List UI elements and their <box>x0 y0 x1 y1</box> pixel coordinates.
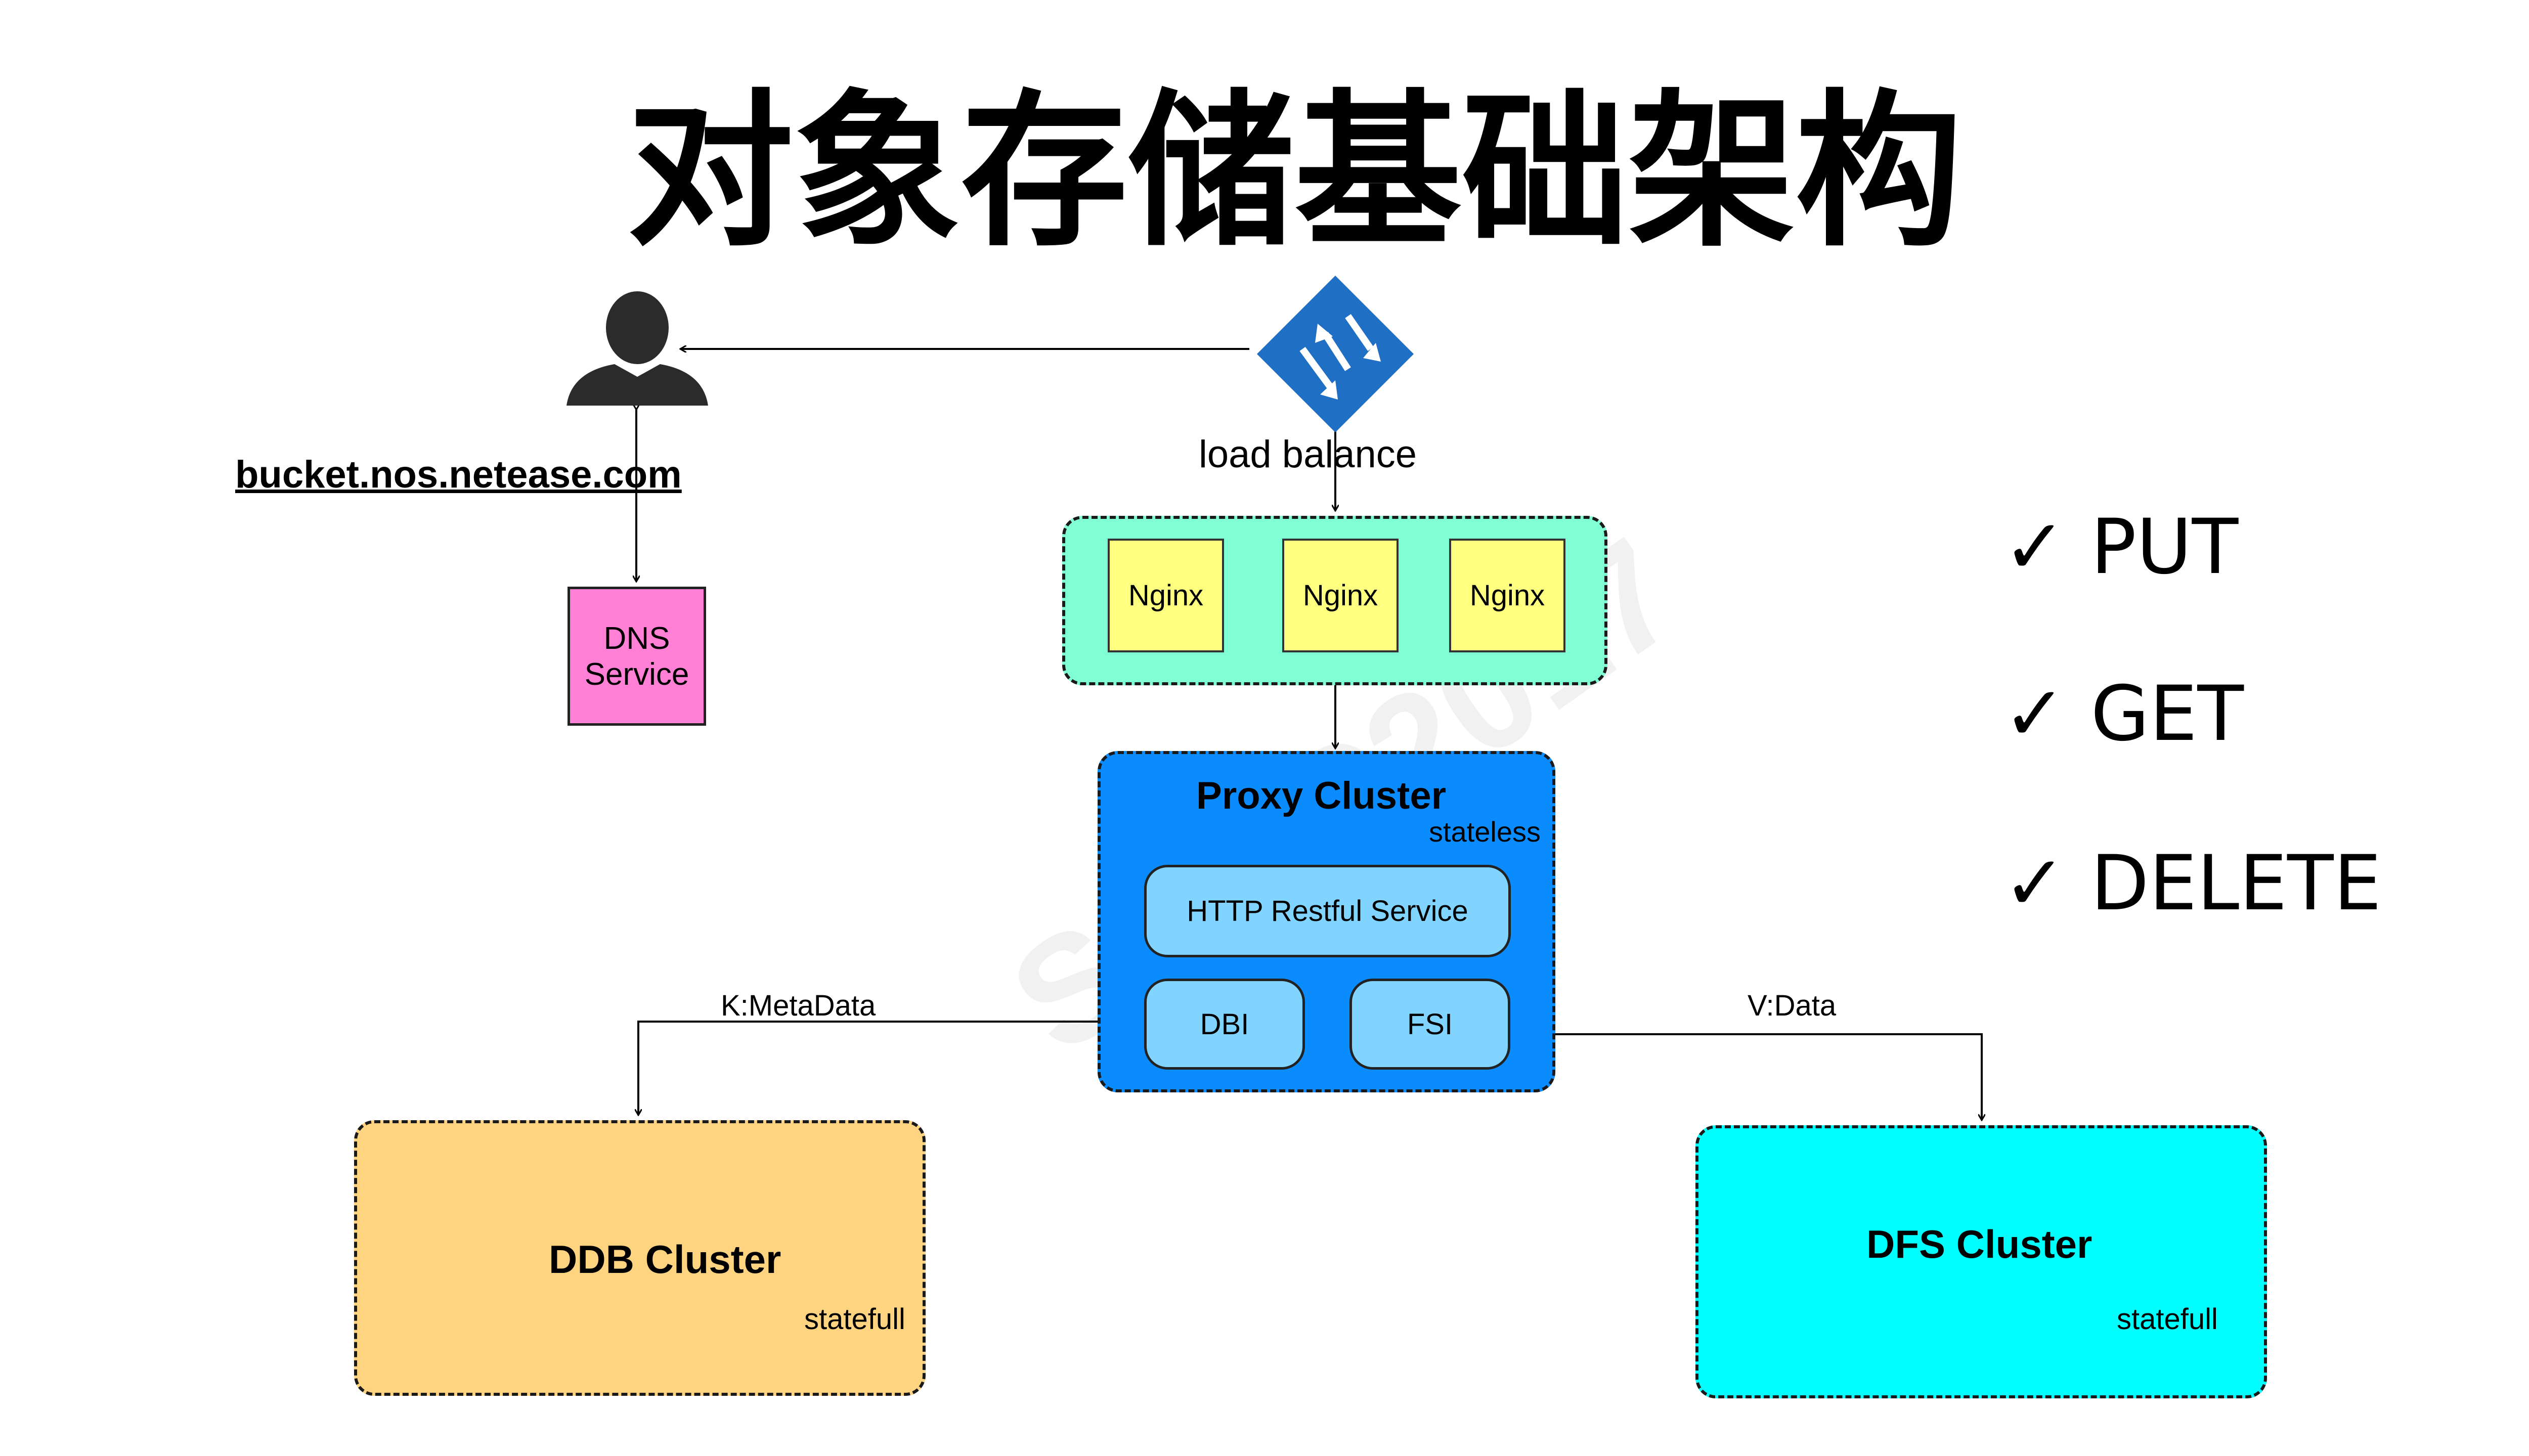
op-put: ✓ PUT <box>2003 503 2239 591</box>
nginx-box-1: Nginx <box>1108 539 1224 652</box>
proxy-title: Proxy Cluster <box>1196 774 1447 817</box>
data-edge-label: V:Data <box>1748 989 1837 1022</box>
ddb-cluster <box>354 1120 926 1396</box>
ddb-subtitle: statefull <box>804 1303 905 1336</box>
load-balancer-icon <box>1254 273 1416 435</box>
page-title: 对象存储基础架构 <box>627 75 1963 269</box>
ddb-title: DDB Cluster <box>549 1237 781 1282</box>
user-silhouette-icon <box>561 288 713 410</box>
op-delete: ✓ DELETE <box>2003 840 2382 928</box>
nginx-box-2: Nginx <box>1282 539 1399 652</box>
proxy-subtitle: stateless <box>1429 816 1541 848</box>
http-restful-service: HTTP Restful Service <box>1144 865 1511 957</box>
dns-line2: Service <box>584 656 689 692</box>
nginx-box-3: Nginx <box>1449 539 1565 652</box>
fsi-dfs-line <box>1510 1034 1982 1120</box>
meta-edge-label: K:MetaData <box>721 989 876 1022</box>
dbi-ddb-line <box>638 1022 1141 1115</box>
dfs-subtitle: statefull <box>2117 1303 2218 1336</box>
dbi-box: DBI <box>1144 979 1305 1070</box>
dns-service-box: DNS Service <box>568 587 706 726</box>
op-get: ✓ GET <box>2003 670 2244 758</box>
fsi-box: FSI <box>1349 979 1510 1070</box>
dfs-title: DFS Cluster <box>1866 1222 2092 1266</box>
domain-label: bucket.nos.netease.com <box>235 453 682 496</box>
dfs-cluster <box>1695 1125 2267 1398</box>
dns-line1: DNS <box>603 621 670 656</box>
load-balance-label: load balance <box>1199 433 1417 476</box>
